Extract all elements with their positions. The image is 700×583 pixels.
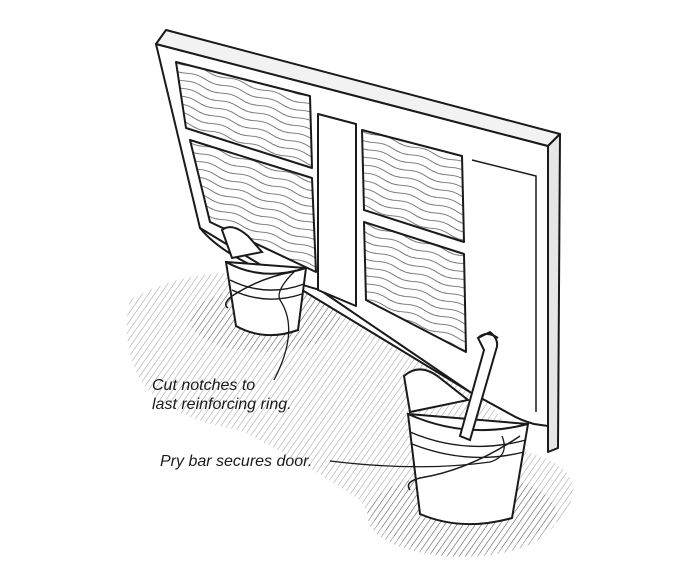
leader-notches [273, 269, 297, 381]
callout-cut-notches: Cut notches to last reinforcing ring. [152, 376, 292, 414]
panel-bottom-right [363, 221, 467, 353]
pry-bar-shaft [458, 330, 499, 442]
door-center-stile [317, 113, 357, 307]
pry-bar [458, 330, 499, 442]
bucket-left-notch [220, 226, 264, 260]
panel-top-right [361, 129, 465, 243]
callout-pry-bar-line1: Pry bar secures door. [160, 453, 313, 470]
panel-bottom-left [189, 139, 317, 273]
callout-pry-bar: Pry bar secures door. [160, 452, 312, 471]
panel-top-left [175, 61, 313, 169]
callout-cut-notches-line2: last reinforcing ring. [152, 396, 292, 413]
door [155, 29, 561, 453]
leader-lines [273, 269, 505, 468]
bucket-right-notch [402, 368, 471, 414]
callout-cut-notches-line1: Cut notches to [152, 377, 256, 394]
door-side-edge [547, 133, 561, 453]
leader-pry-bar [329, 435, 505, 468]
